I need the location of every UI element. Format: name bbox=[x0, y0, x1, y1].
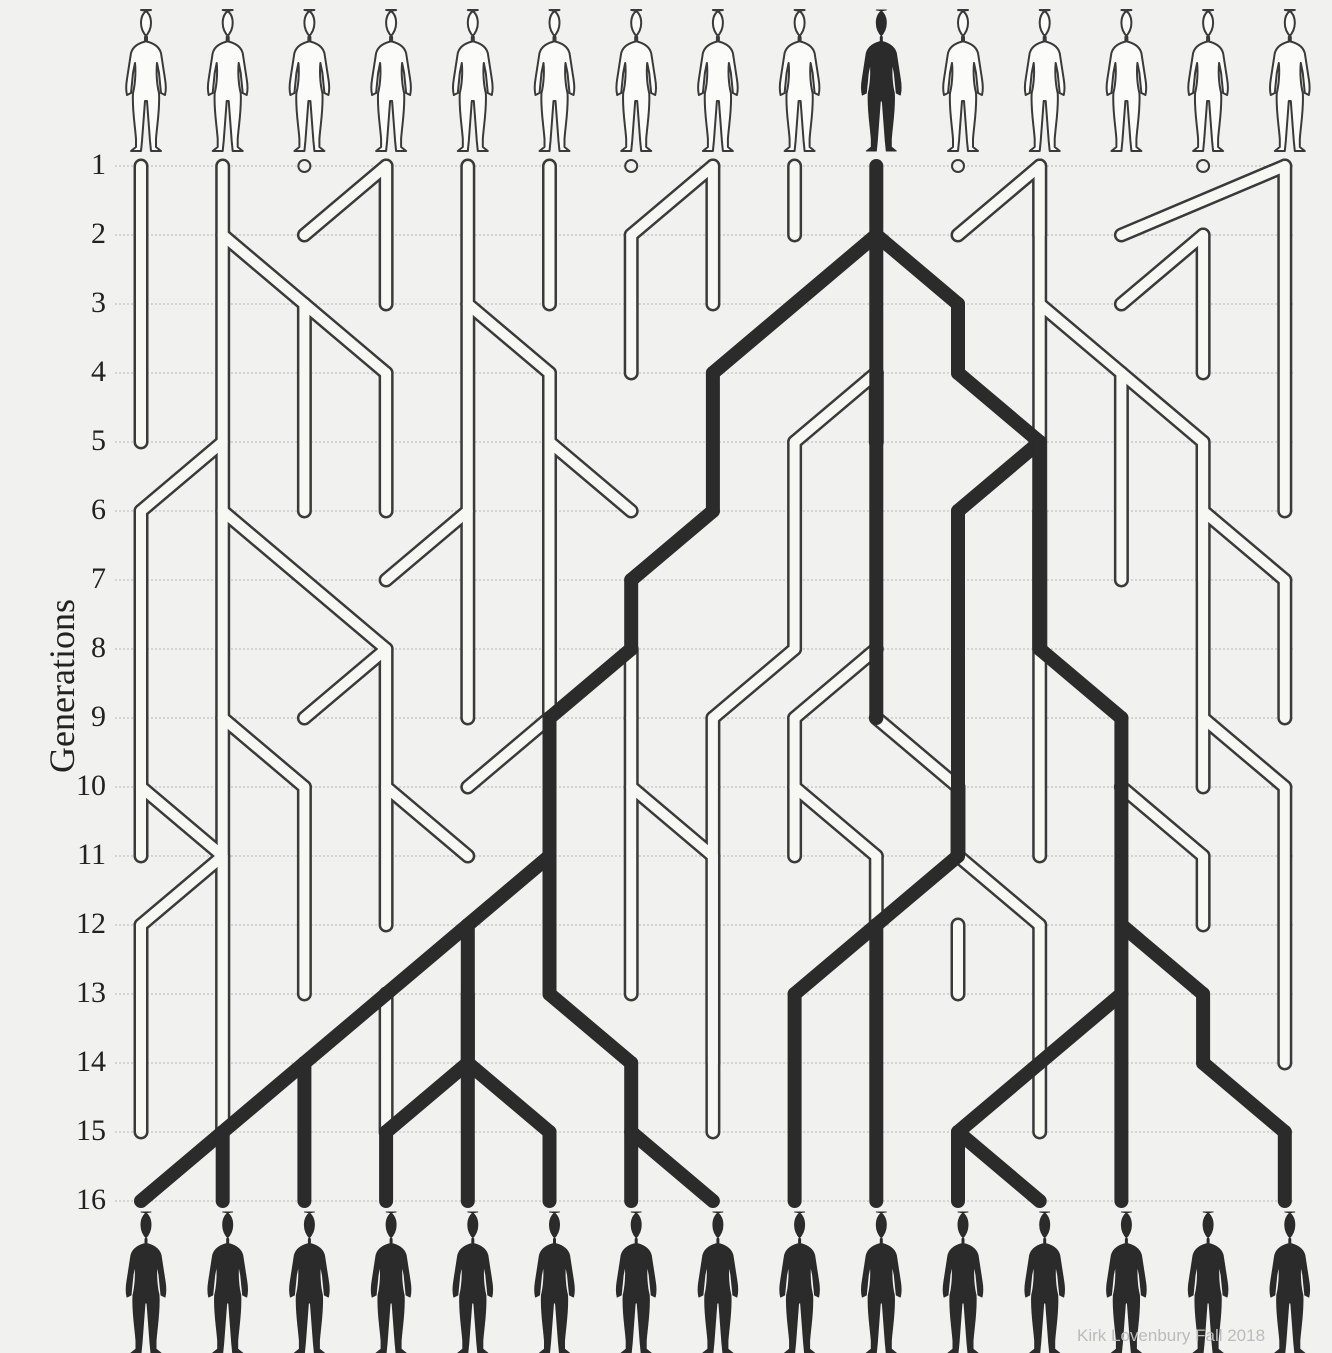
founder-figure bbox=[1107, 10, 1147, 151]
generation-label: 7 bbox=[66, 564, 106, 594]
extinct-branch-fill bbox=[1121, 373, 1203, 442]
extinct-founder-dot bbox=[625, 160, 637, 172]
generation-label: 5 bbox=[66, 426, 106, 456]
descendant-figure bbox=[1270, 1212, 1310, 1353]
descendant-figure bbox=[371, 1212, 411, 1353]
founder-figure bbox=[1188, 10, 1228, 151]
founder-figure bbox=[616, 10, 656, 151]
generation-label: 4 bbox=[66, 357, 106, 387]
surviving-branch bbox=[631, 1132, 713, 1201]
generation-label: 9 bbox=[66, 702, 106, 732]
surviving-branch bbox=[958, 373, 1040, 442]
generation-label: 14 bbox=[66, 1047, 106, 1077]
founder-figure bbox=[1025, 10, 1065, 151]
generation-label: 2 bbox=[66, 219, 106, 249]
extinct-founder-dot bbox=[1197, 160, 1209, 172]
founder-figure bbox=[1270, 10, 1310, 151]
founder-figures bbox=[126, 10, 1309, 151]
founder-figure bbox=[780, 10, 820, 151]
founder-figure bbox=[290, 10, 330, 151]
extinct-branch-fill bbox=[876, 718, 958, 787]
extinct-branch-fill bbox=[223, 235, 305, 304]
generation-label: 3 bbox=[66, 288, 106, 318]
founder-figure bbox=[943, 10, 983, 151]
generation-label: 11 bbox=[66, 840, 106, 870]
extinct-branch-fill bbox=[1121, 787, 1203, 856]
extinct-branch-fill bbox=[1121, 166, 1284, 235]
surviving-branch bbox=[386, 1063, 468, 1132]
surviving-branch bbox=[550, 649, 632, 718]
founder-figure bbox=[208, 10, 248, 151]
extinct-branch-fill bbox=[304, 304, 386, 373]
extinct-branch-fill bbox=[713, 649, 795, 718]
extinct-branch-fill bbox=[550, 442, 632, 511]
extinct-branch-fill bbox=[141, 787, 223, 856]
descendant-figure bbox=[943, 1212, 983, 1353]
surviving-branch bbox=[550, 994, 632, 1063]
surviving-branch bbox=[795, 925, 877, 994]
credit-watermark: Kirk Lovenbury Fall 2018 bbox=[1077, 1326, 1265, 1346]
generation-label: 10 bbox=[66, 771, 106, 801]
founder-figure bbox=[862, 10, 902, 151]
extinct-branch-fill bbox=[1040, 304, 1122, 373]
descendant-figure bbox=[616, 1212, 656, 1353]
extinct-branch-fill bbox=[795, 373, 877, 442]
extinct-branch-fill bbox=[223, 718, 305, 787]
descendant-figure bbox=[780, 1212, 820, 1353]
surviving-branch bbox=[631, 511, 713, 580]
extinct-branch-fill bbox=[795, 649, 877, 718]
extinct-branch-fill bbox=[386, 511, 468, 580]
surviving-branch bbox=[1203, 1063, 1285, 1132]
extinct-branch-fill bbox=[468, 718, 550, 787]
founder-figure bbox=[535, 10, 575, 151]
generations-axis-title: Generations bbox=[41, 586, 83, 786]
surviving-branch bbox=[468, 856, 550, 925]
generation-label: 16 bbox=[66, 1185, 106, 1215]
generation-label: 15 bbox=[66, 1116, 106, 1146]
generation-label: 12 bbox=[66, 909, 106, 939]
extinct-branch-fill bbox=[386, 787, 468, 856]
extinct-branch-fill bbox=[1203, 718, 1285, 787]
descendant-figure bbox=[698, 1212, 738, 1353]
extinct-branch-fill bbox=[141, 442, 223, 511]
descendant-figure bbox=[862, 1212, 902, 1353]
generation-label: 8 bbox=[66, 633, 106, 663]
descendant-figure bbox=[208, 1212, 248, 1353]
extinct-branch-fill bbox=[468, 304, 550, 373]
descendant-figure bbox=[126, 1212, 166, 1353]
descendant-figure bbox=[1025, 1212, 1065, 1353]
extinct-branch-fill bbox=[795, 787, 877, 856]
extinct-founder-dot bbox=[298, 160, 310, 172]
extinct-founder-dot bbox=[952, 160, 964, 172]
surviving-branch bbox=[1121, 925, 1203, 994]
extinct-branch-fill bbox=[958, 166, 1040, 235]
surviving-branch bbox=[958, 442, 1040, 511]
extinct-branch-fill bbox=[304, 649, 386, 718]
extinct-branch-fill bbox=[1121, 235, 1203, 304]
surviving-branch bbox=[876, 856, 958, 925]
surviving-branch bbox=[1040, 649, 1122, 718]
generation-label: 1 bbox=[66, 150, 106, 180]
surviving-branch bbox=[468, 1063, 550, 1132]
extinct-branch-fill bbox=[958, 856, 1040, 925]
founder-figure bbox=[126, 10, 166, 151]
extinct-branch-fill bbox=[1203, 511, 1285, 580]
descendant-figure bbox=[453, 1212, 493, 1353]
descendant-figure bbox=[290, 1212, 330, 1353]
extinct-branch-fill bbox=[141, 856, 223, 925]
surviving-branch bbox=[876, 235, 958, 304]
extinct-branch-fill bbox=[304, 166, 386, 235]
surviving-branch bbox=[958, 1132, 1040, 1201]
descendant-figure bbox=[535, 1212, 575, 1353]
extinct-branch-fill bbox=[631, 166, 713, 235]
founder-figure bbox=[698, 10, 738, 151]
generation-label: 6 bbox=[66, 495, 106, 525]
founder-figure bbox=[371, 10, 411, 151]
generation-label: 13 bbox=[66, 978, 106, 1008]
extinct-branch-fill bbox=[631, 787, 713, 856]
founder-figure bbox=[453, 10, 493, 151]
